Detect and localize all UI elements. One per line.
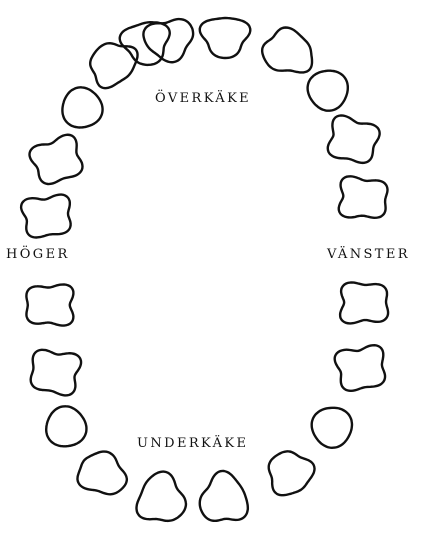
upper-canine-left[interactable] (308, 71, 348, 111)
lower-premolar-2-left[interactable] (269, 451, 315, 495)
lower-molar-1-left[interactable] (340, 282, 388, 323)
lower-premolar-2-right[interactable] (77, 452, 126, 495)
lower-molar-2-left[interactable] (335, 345, 385, 391)
upper-premolar-2-right[interactable] (62, 87, 102, 127)
lower-incisor-right[interactable] (200, 471, 248, 521)
lower-molar-2-right[interactable] (31, 350, 81, 396)
left-side-label: VÄNSTER (327, 248, 410, 261)
lower-incisor-right-outline (200, 471, 248, 521)
upper-incisor-1-right[interactable] (200, 18, 251, 58)
lower-premolar-1-left[interactable] (312, 408, 352, 448)
upper-premolar-1-left-outline (328, 115, 380, 162)
lower-molar-2-right-outline (31, 350, 81, 396)
lower-premolar-2-left-outline (269, 451, 315, 495)
lower-molar-2-left-outline (335, 345, 385, 391)
upper-premolar-1-right-outline (90, 43, 137, 88)
lower-premolar-1-left-outline (312, 408, 352, 448)
upper-molar-3-right-outline (21, 195, 71, 238)
upper-premolar-2-left-outline (339, 176, 388, 218)
upper-premolar-2-right-outline (62, 87, 102, 127)
lower-premolar-2-right-outline (77, 452, 126, 495)
upper-incisor-2-left-outline (262, 28, 312, 73)
lower-molar-1-right-outline (26, 284, 73, 325)
upper-molar-2-right[interactable] (29, 135, 82, 184)
lower-molar-1-left-outline (340, 282, 388, 323)
lower-canine-right-outline (136, 472, 185, 521)
upper-molar-3-right[interactable] (21, 195, 71, 238)
upper-jaw-label: ÖVERKÄKE (155, 92, 251, 105)
lower-jaw-label: UNDERKÄKE (137, 437, 248, 450)
right-side-label: HÖGER (6, 248, 70, 261)
lower-canine-right[interactable] (136, 472, 185, 521)
upper-incisor-2-left[interactable] (262, 28, 312, 73)
upper-premolar-2-left[interactable] (339, 176, 388, 218)
lower-molar-1-right[interactable] (26, 284, 73, 325)
lower-premolar-1-right-outline (46, 406, 86, 446)
upper-premolar-1-left[interactable] (328, 115, 380, 162)
upper-molar-2-right-outline (29, 135, 82, 184)
upper-canine-left-outline (308, 71, 348, 111)
upper-incisor-1-right-outline (200, 18, 251, 58)
lower-premolar-1-right[interactable] (46, 406, 86, 446)
upper-premolar-1-right[interactable] (90, 43, 137, 88)
